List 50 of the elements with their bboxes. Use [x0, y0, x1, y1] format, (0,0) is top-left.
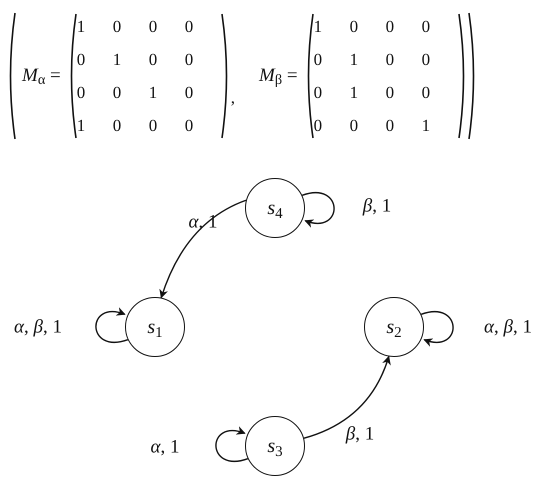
matrix-entry: 0	[148, 114, 158, 136]
matrix-entry: 0	[386, 48, 394, 70]
arrow	[160, 200, 246, 298]
matrix-entry: 1	[350, 48, 358, 70]
matrix-entry: 0	[112, 82, 122, 104]
matrix-name: M$_{α}$ =	[22, 64, 61, 90]
edge-label: β, 1	[362, 196, 392, 216]
state-name: s$_{3}$	[267, 434, 283, 461]
matrix-entry: 0	[386, 82, 394, 104]
matrix-entry: 1	[422, 114, 430, 136]
comma: ,	[230, 86, 236, 108]
state-name: s$_{2}$	[386, 315, 402, 342]
matrix-entry: 0	[184, 16, 194, 38]
matrix-name: M$_{β}$ =	[259, 64, 298, 90]
matrix-entry: 0	[184, 114, 194, 136]
self-loop-arrow	[215, 426, 248, 462]
matrix-entry: 0	[112, 16, 122, 38]
matrix-entry: 0	[422, 16, 430, 38]
edge-label: α, 1	[150, 438, 180, 456]
matrix-entry: 0	[148, 48, 158, 70]
matrix-entry: 0	[350, 114, 358, 136]
matrix-entry: 0	[184, 82, 194, 104]
matrix-entry: 0	[314, 82, 322, 104]
arrow	[304, 356, 390, 439]
matrix-entry: 0	[350, 16, 358, 38]
matrix-entry: 0	[386, 16, 394, 38]
matrix-entry: 0	[386, 114, 394, 136]
matrix-entry: 1	[76, 16, 86, 38]
self-loop-arrow	[421, 311, 454, 346]
matrix-entry: 0	[422, 48, 430, 70]
matrix-entry: 1	[314, 16, 322, 38]
matrix-entry: 0	[314, 48, 322, 70]
matrix-entry: 1	[112, 48, 122, 70]
matrix-entry: 1	[350, 82, 358, 104]
matrix-entry: 0	[422, 82, 430, 104]
matrix-entry: 0	[314, 114, 322, 136]
matrix-entry: 0	[184, 48, 194, 70]
self-loop-arrow	[302, 192, 335, 228]
matrix-entry: 1	[76, 114, 86, 136]
matrix-entry: 1	[148, 82, 158, 104]
state-name: s$_{4}$	[267, 196, 283, 223]
edge-label: β, 1	[346, 424, 374, 444]
matrix-entry: 0	[76, 82, 86, 104]
state-name: s$_{1}$	[147, 315, 163, 342]
self-loop-arrow	[95, 308, 128, 343]
matrix-entry: 0	[112, 114, 122, 136]
matrix-entry: 0	[148, 16, 158, 38]
edge-label: α, β, 1	[484, 318, 532, 336]
matrix-entry: 0	[76, 48, 86, 70]
edge-label: α, β, 1	[14, 318, 62, 336]
